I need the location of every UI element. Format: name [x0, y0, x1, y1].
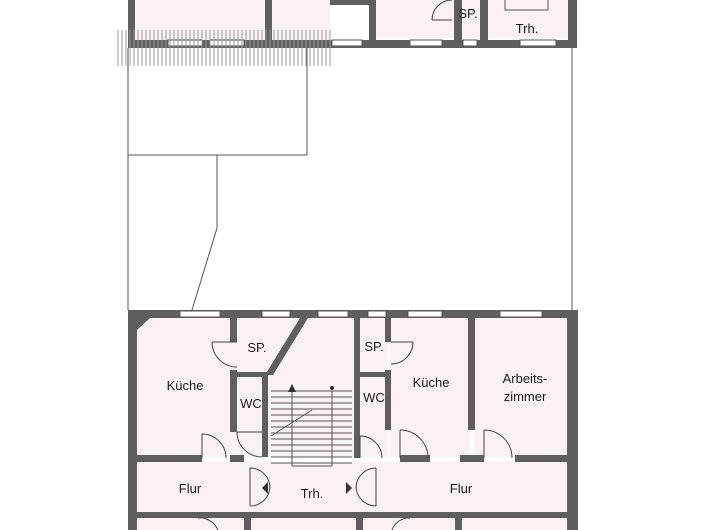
door-entry-left [249, 467, 271, 507]
room-arbeitszimmer [474, 317, 567, 457]
top-window-1 [167, 39, 203, 47]
arrow-right-icon [346, 482, 352, 494]
top-wall-left [128, 0, 135, 48]
room-sp-right [358, 317, 388, 375]
label-trh-bottom: Trh. [301, 486, 324, 501]
balcony-hatch [117, 30, 331, 66]
door-wc-left [236, 431, 263, 458]
top-window-5 [462, 39, 478, 47]
wall-stair-diagonal [265, 318, 308, 375]
door-wc-right [359, 435, 383, 459]
label-kueche-left: Küche [167, 378, 204, 393]
window-b5 [407, 310, 443, 318]
wall-flur-5 [515, 455, 567, 462]
top-wall-mid-4 [480, 0, 488, 46]
wall-sp-wc-left [237, 372, 267, 377]
wall-bottom-left [128, 310, 137, 530]
chamfer-left [137, 318, 150, 330]
top-window-2 [209, 39, 245, 47]
door-lower-left [197, 517, 219, 530]
top-room-1 [135, 0, 265, 40]
window-b6 [499, 310, 543, 318]
label-flur-right: Flur [450, 481, 473, 496]
label-trh-top: Trh. [516, 21, 539, 36]
door-kueche-left [201, 433, 227, 459]
courtyard-outline [127, 48, 573, 311]
top-wall-mid-1 [265, 0, 272, 46]
wall-flur-1 [137, 455, 202, 462]
wall-k-sp-top [230, 318, 237, 342]
bottom-wing: Küche SP. WC SP. WC Küche Arbeits- zimme… [128, 310, 578, 530]
label-wc-right: WC [363, 390, 385, 405]
window-b4 [367, 310, 387, 318]
stair-cut-line [270, 409, 313, 437]
window-b3 [317, 310, 349, 318]
wall-k-arbeits [468, 318, 475, 430]
wall-lower-v1 [244, 512, 251, 530]
top-window-3 [331, 39, 363, 47]
stair-arrow-icon [288, 384, 296, 392]
wall-k-wc [230, 370, 237, 432]
wall-sp-k-right-top [385, 318, 391, 342]
room-stairwell [267, 317, 355, 457]
window-b1 [179, 310, 221, 318]
label-flur-left: Flur [179, 481, 202, 496]
wall-wc-k-right [385, 370, 391, 430]
door-entry-right [355, 467, 377, 507]
top-window-6 [519, 39, 557, 47]
top-stair-hint [504, 0, 549, 11]
top-stairs-room [488, 0, 568, 38]
wall-flur-4 [460, 455, 484, 462]
top-wing: SP. Trh. [128, 0, 577, 48]
wall-stair-right [354, 318, 360, 458]
wall-bottom-right [567, 310, 578, 530]
label-sp-right: SP. [364, 339, 383, 354]
arrow-left-icon [262, 482, 268, 494]
wall-bottom-top [128, 310, 578, 318]
top-wall-mid-3 [454, 0, 462, 46]
top-room-2 [272, 0, 330, 40]
room-kueche-right [390, 317, 470, 457]
label-kueche-right: Küche [413, 375, 450, 390]
wall-sp-wc-right [358, 372, 388, 377]
wall-lower [137, 512, 567, 518]
room-kueche-left [137, 317, 237, 457]
wall-lower-v2 [356, 512, 363, 530]
door-sp-right [390, 341, 414, 365]
label-arbeitszimmer-2: zimmer [504, 389, 547, 404]
top-wall-mid-2 [369, 0, 376, 46]
wall-wc-stair-left [262, 375, 268, 457]
label-sp-left: SP. [247, 340, 266, 355]
door-sp-left [211, 341, 238, 368]
top-wall-notch [330, 0, 376, 5]
label-wc-left: WC [240, 396, 262, 411]
window-b2 [261, 310, 291, 318]
wall-lower-v3 [455, 512, 462, 530]
top-window-4 [409, 39, 443, 47]
door-arbeitszimmer [483, 429, 513, 459]
stair-start-dot [330, 386, 334, 390]
room-lower-strip [137, 518, 567, 530]
wall-flur-3 [400, 455, 430, 462]
label-arbeitszimmer-1: Arbeits- [503, 371, 548, 386]
room-wc-right [358, 375, 388, 457]
door-lower-right [391, 517, 411, 530]
label-sp-top: SP. [458, 6, 477, 21]
top-room-3 [376, 0, 454, 38]
wall-flur-2 [230, 455, 244, 462]
door-kueche-right [399, 429, 429, 459]
top-storage [462, 0, 480, 38]
top-door-swing [431, 0, 453, 21]
top-wall-right [568, 0, 577, 48]
